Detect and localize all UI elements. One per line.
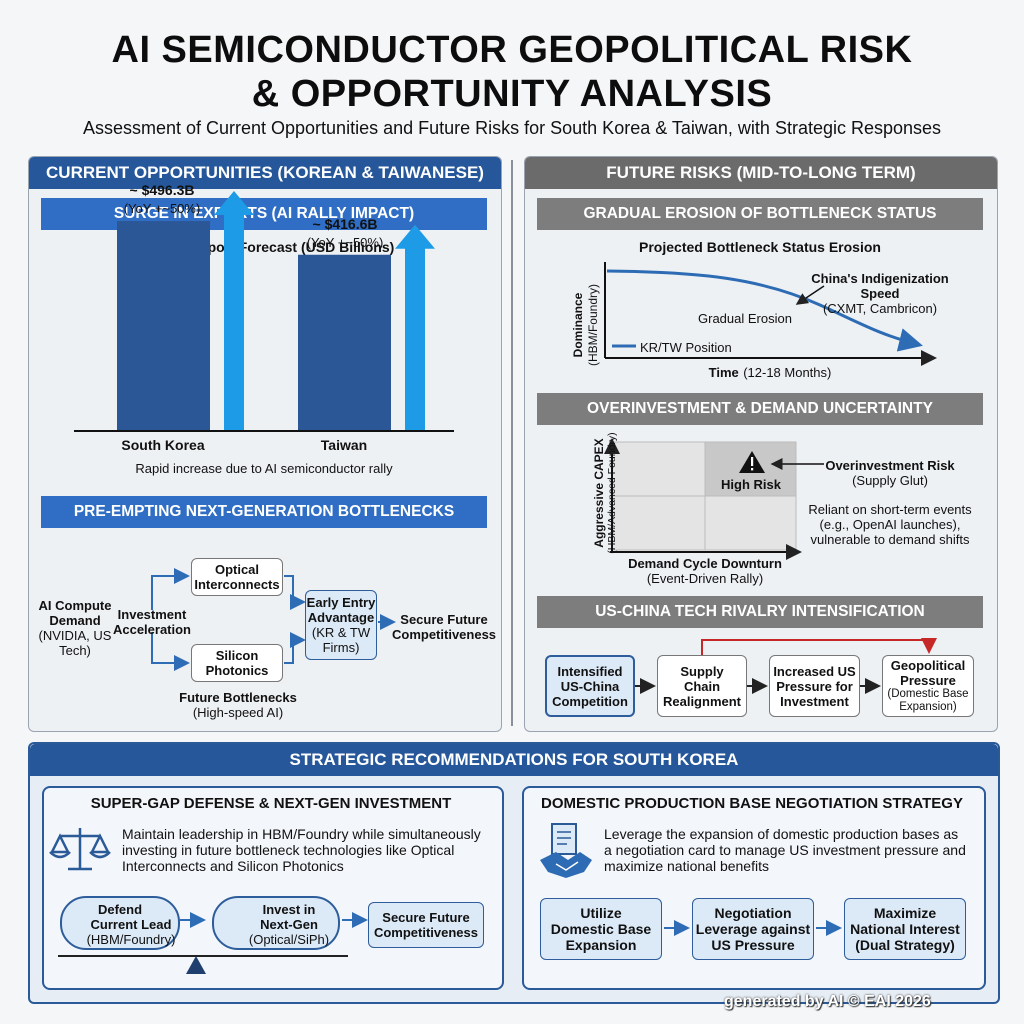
negotiation-description: Leverage the expansion of domestic produ… xyxy=(604,826,966,874)
reliant-note: Reliant on short-term events(e.g., OpenA… xyxy=(808,502,972,547)
super-gap-card xyxy=(42,786,504,990)
bottleneck-heading: PRE-EMPTING NEXT-GENERATION BOTTLENECKS xyxy=(41,496,487,528)
erosion-heading: GRADUAL EROSION OF BOTTLENECK STATUS xyxy=(537,198,983,230)
bar-label-south-korea: ~ $496.3B xyxy=(129,182,195,199)
category-taiwan: Taiwan xyxy=(320,437,368,453)
super-gap-description: Maintain leadership in HBM/Foundry while… xyxy=(122,826,481,874)
watermark: generated by AI © EAI 2026 xyxy=(724,993,931,1010)
export-chart-title: H1 2026 Export Forecast (USD Billions) xyxy=(133,239,395,255)
gradual-erosion-label: Gradual Erosion xyxy=(698,311,792,326)
panel-divider xyxy=(511,160,513,726)
defend-lead-pill: Defend Current Lead (HBM/Foundry) xyxy=(60,896,180,950)
matrix-xlabel: Demand Cycle Downturn(Event-Driven Rally… xyxy=(628,556,782,586)
erosion-legend-label: KR/TW Position xyxy=(640,340,732,355)
exports-note: Rapid increase due to AI semiconductor r… xyxy=(135,461,393,476)
page-title-line1: AI SEMICONDUCTOR GEOPOLITICAL RISK xyxy=(111,29,913,71)
matrix-ylabel: Aggressive CAPEX(HBM/Advanced Foundry) xyxy=(592,432,618,554)
bar-yoy-taiwan: (YoY +~50%) xyxy=(306,234,384,250)
bar-yoy-south-korea: (YoY +~50%) xyxy=(123,201,201,217)
category-south-korea: South Korea xyxy=(121,437,205,453)
super-gap-title: SUPER-GAP DEFENSE & NEXT-GEN INVESTMENT xyxy=(90,795,452,812)
erosion-chart-title: Projected Bottleneck Status Erosion xyxy=(639,239,881,255)
risks-heading: FUTURE RISKS (MID-TO-LONG TERM) xyxy=(525,157,997,189)
negotiation-title: DOMESTIC PRODUCTION BASE NEGOTIATION STR… xyxy=(541,795,963,812)
erosion-ylabel: Dominance(HBM/Foundry) xyxy=(571,284,600,367)
recommendations-heading: STRATEGIC RECOMMENDATIONS FOR SOUTH KORE… xyxy=(30,744,998,776)
opportunities-heading: CURRENT OPPORTUNITIES (KOREAN & TAIWANES… xyxy=(29,157,501,189)
page-subtitle: Assessment of Current Opportunities and … xyxy=(82,118,942,138)
bar-label-taiwan: ~ $416.6B xyxy=(312,215,378,232)
rivalry-heading: US-CHINA TECH RIVALRY INTENSIFICATION xyxy=(537,596,983,628)
overinvestment-risk-label: Overinvestment Risk(Supply Glut) xyxy=(825,458,955,488)
high-risk-label: High Risk xyxy=(721,477,781,492)
erosion-xlabel: Time (12-18 Months) xyxy=(708,365,832,380)
exports-heading: SURGE IN EXPORTS (AI RALLY IMPACT) xyxy=(41,198,487,230)
invest-next-gen-pill: Invest in Next-Gen (Optical/SiPh) xyxy=(212,896,340,950)
china-indigenization-label: China's Indigenization Speed(CXMT, Cambr… xyxy=(811,271,949,316)
future-bottlenecks-label: Future Bottlenecks(High-speed AI) xyxy=(179,690,297,720)
overinvestment-heading: OVERINVESTMENT & DEMAND UNCERTAINTY xyxy=(537,393,983,425)
page-title-line2: & OPPORTUNITY ANALYSIS xyxy=(251,73,773,115)
